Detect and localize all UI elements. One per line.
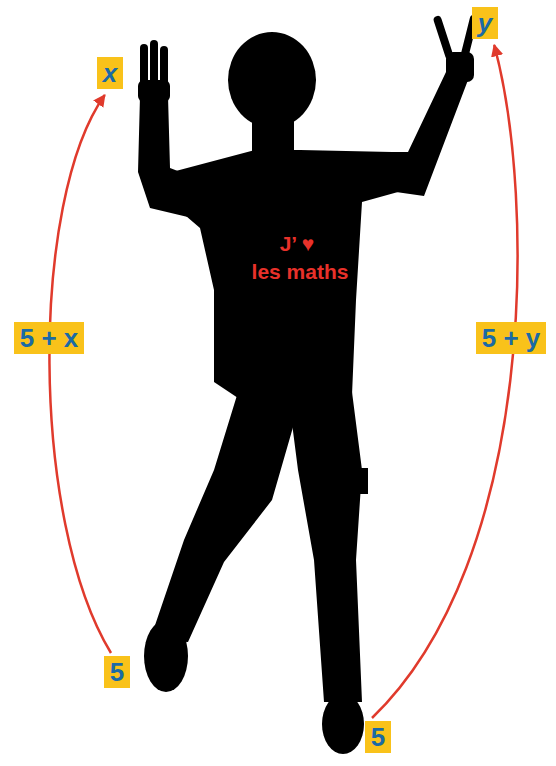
pocket — [352, 468, 368, 494]
palm — [138, 80, 170, 102]
right-foot — [322, 694, 364, 754]
value-box: y — [472, 7, 498, 39]
right-leg — [288, 392, 362, 702]
value-text: y — [478, 8, 492, 38]
expression-text: 5 + x — [20, 323, 79, 353]
value-text: 5 — [110, 657, 124, 687]
shirt-text: les maths — [252, 260, 349, 284]
edge-label: 5 + x — [14, 322, 85, 354]
finger — [433, 15, 455, 61]
edge-label: 5 + y — [476, 322, 547, 354]
right-arm — [390, 72, 468, 196]
torso — [172, 150, 398, 398]
left-foot — [144, 620, 188, 692]
value-box: 5 — [104, 656, 130, 688]
value-text: x — [103, 58, 117, 88]
left-leg — [150, 392, 302, 642]
curved-arrow — [372, 45, 518, 718]
shirt-text: J’ ♥ — [280, 232, 315, 256]
curved-arrow — [49, 95, 111, 653]
expression-text: 5 + y — [482, 323, 541, 353]
head — [228, 32, 316, 128]
value-box: 5 — [365, 721, 391, 753]
value-text: 5 — [371, 722, 385, 752]
value-box: x — [97, 57, 123, 89]
left-arm — [138, 96, 196, 218]
